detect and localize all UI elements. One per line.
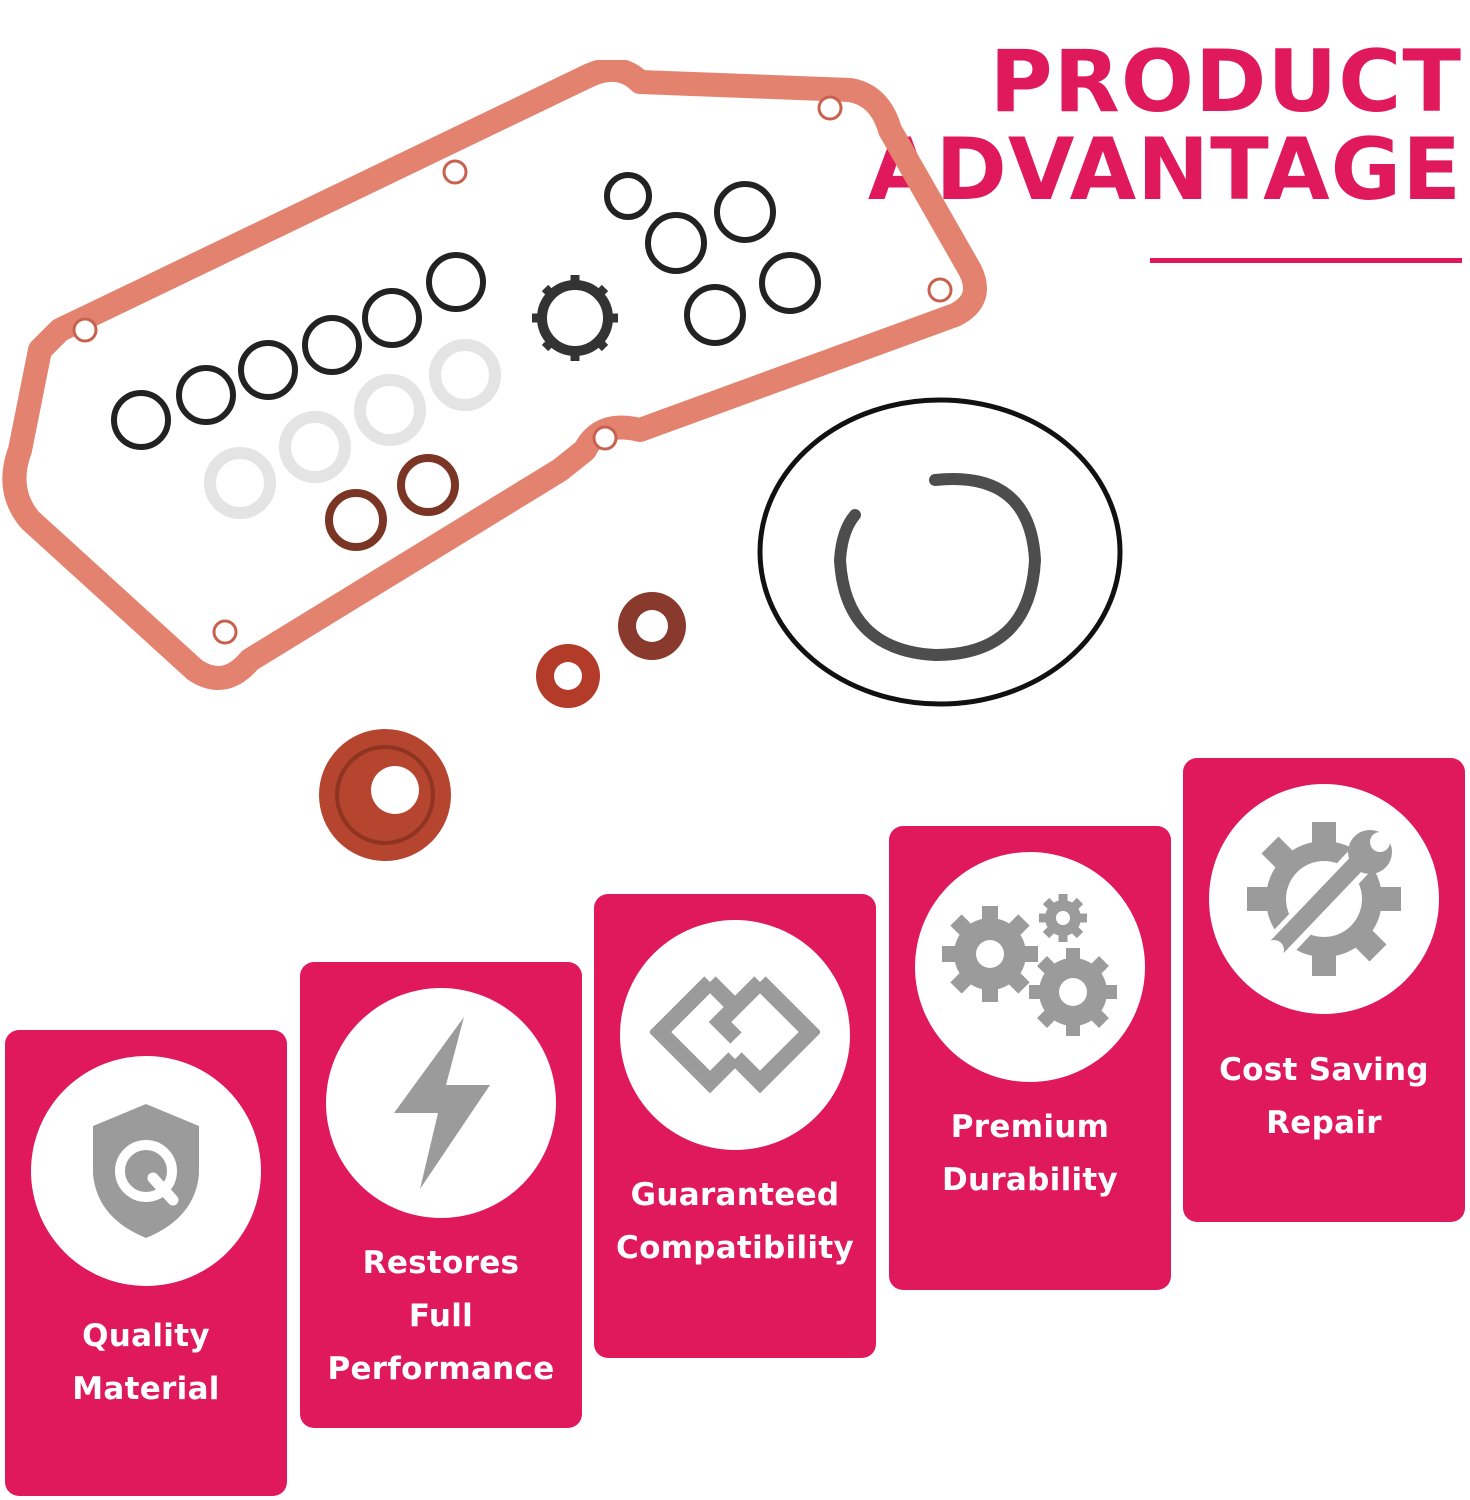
interlocking-squares-icon: [650, 976, 820, 1094]
card-icon-badge: [915, 852, 1145, 1082]
heading-underline: [1150, 258, 1462, 263]
oil-seals: [319, 592, 686, 861]
card-icon-badge: [1209, 784, 1439, 1014]
white-washers: [204, 339, 501, 519]
card-label: Restores Full Performance: [327, 1245, 555, 1387]
page-heading: PRODUCT ADVANTAGE: [868, 38, 1462, 214]
heading-line-2: ADVANTAGE: [867, 120, 1462, 220]
lightning-bolt-icon: [394, 1017, 490, 1189]
large-o-ring: [757, 397, 1123, 707]
black-o-rings: [111, 172, 821, 450]
brown-o-rings: [325, 454, 459, 551]
card-icon-badge: [31, 1056, 261, 1286]
feature-card-performance: Restores Full Performance: [300, 962, 582, 1428]
feature-card-quality: Quality Material: [5, 1030, 287, 1496]
card-icon-badge: [326, 988, 556, 1218]
gear-wrench-icon: [1247, 822, 1401, 976]
heading-line-1: PRODUCT: [989, 32, 1462, 132]
lock-washer: [532, 275, 618, 361]
card-label: Cost Saving Repair: [1219, 1052, 1429, 1141]
gasket-kit-product-image: [2, 60, 1123, 861]
gears-icon: [942, 894, 1117, 1036]
gasket: [2, 60, 987, 690]
shield-q-icon: [93, 1104, 199, 1238]
feature-card-durability: Premium Durability: [889, 826, 1171, 1290]
card-label: Quality Material: [72, 1318, 220, 1407]
snap-ring: [833, 473, 1042, 662]
card-label: Premium Durability: [941, 1109, 1119, 1198]
feature-card-cost-saving: Cost Saving Repair: [1183, 758, 1465, 1222]
card-icon-badge: [620, 920, 850, 1150]
card-label: Guaranteed Compatibility: [616, 1177, 854, 1266]
feature-card-compatibility: Guaranteed Compatibility: [594, 894, 876, 1358]
